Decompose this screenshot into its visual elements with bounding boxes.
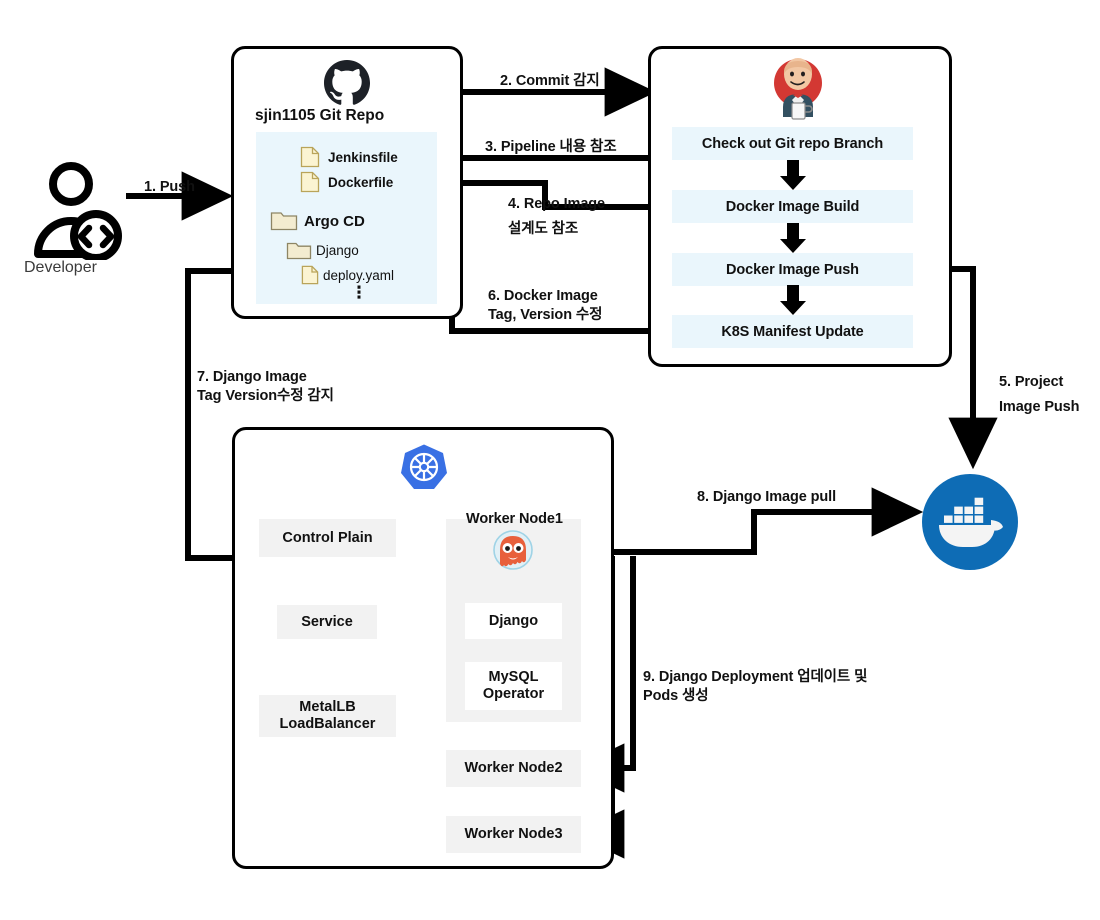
pod-mysql-operator-box: MySQL Operator (465, 662, 562, 710)
file-icon (300, 146, 320, 168)
kubernetes-helm-icon (401, 444, 447, 489)
flow-label-5: 5. Project Image Push (999, 374, 1080, 416)
git-tree-item-deploy-yaml: deploy.yaml (323, 268, 395, 283)
git-repo-title: sjin1105 Git Repo (255, 107, 385, 124)
worker-node1-label: Worker Node1 (466, 511, 563, 527)
jenkins-stage-build: Docker Image Build (672, 190, 913, 223)
flow-label-3: 3. Pipeline 내용 참조 (485, 139, 617, 155)
file-icon (301, 265, 319, 285)
flow-label-9: 9. Django Deployment 업데이트 및 Pods 생성 (643, 669, 868, 704)
k8s-control-plane-box: Control Plain (259, 519, 396, 557)
jenkins-butler-icon (774, 58, 822, 120)
k8s-metallb-box: MetalLB LoadBalancer (259, 695, 396, 737)
worker-node2-box: Worker Node2 (446, 750, 581, 787)
pod-octopus-icon (493, 530, 533, 570)
git-tree-item-django: Django (316, 243, 359, 258)
developer-actor (24, 160, 134, 270)
github-icon (324, 60, 370, 105)
worker-node3-box: Worker Node3 (446, 816, 581, 853)
git-tree-more-icon: ⋮ (350, 283, 368, 302)
flow-label-4: 4. Repo Image 설계도 참조 (508, 196, 606, 238)
jenkins-stage-checkout: Check out Git repo Branch (672, 127, 913, 160)
docker-whale-icon (922, 474, 1018, 570)
arrow-4-repo-image (392, 158, 672, 210)
folder-icon (270, 212, 298, 231)
arrow-8-django-image-pull (521, 487, 924, 555)
flow-label-8: 8. Django Image pull (697, 489, 836, 505)
developer-user-code-icon (34, 162, 122, 262)
jenkins-stage-manifest: K8S Manifest Update (672, 315, 913, 348)
git-tree-item-dockerfile: Dockerfile (328, 175, 394, 190)
pod-django-box: Django (465, 603, 562, 639)
developer-label: Developer (24, 259, 97, 276)
jenkins-stage-push: Docker Image Push (672, 253, 913, 286)
flow-label-7: 7. Django Image Tag Version수정 감지 (197, 369, 334, 404)
git-tree-item-jenkinsfile: Jenkinsfile (328, 150, 398, 165)
folder-icon (286, 242, 312, 260)
git-tree-item-argocd: Argo CD (304, 213, 365, 230)
flow-label-6: 6. Docker Image Tag, Version 수정 (488, 288, 603, 323)
flow-label-1: 1. Push (144, 179, 195, 195)
flow-label-2: 2. Commit 감지 (500, 73, 600, 89)
k8s-service-box: Service (277, 605, 377, 639)
jenkins-stage-flow-arrows (780, 160, 806, 315)
file-icon (300, 171, 320, 193)
